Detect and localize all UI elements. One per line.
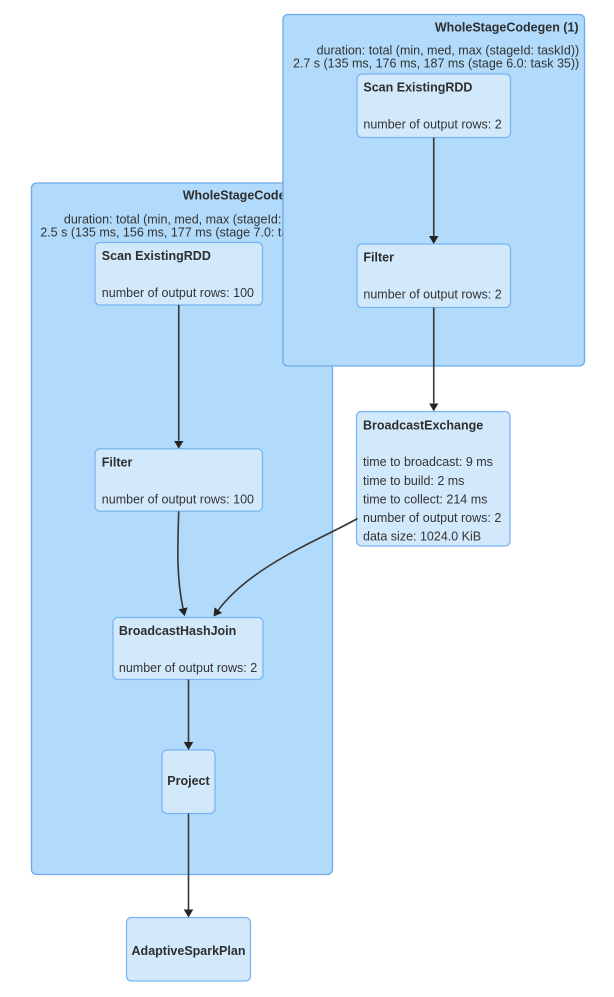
svg-text:Project: Project (167, 774, 210, 788)
svg-text:AdaptiveSparkPlan: AdaptiveSparkPlan (132, 944, 246, 958)
svg-text:Filter: Filter (102, 455, 133, 469)
svg-text:BroadcastExchange: BroadcastExchange (363, 419, 483, 433)
svg-text:number of output rows: 100: number of output rows: 100 (102, 286, 254, 300)
svg-text:2.5 s (135 ms, 156 ms, 177 ms: 2.5 s (135 ms, 156 ms, 177 ms (stage 7.0… (40, 225, 326, 239)
svg-text:BroadcastHashJoin: BroadcastHashJoin (119, 624, 236, 638)
svg-text:number of output rows: 2: number of output rows: 2 (363, 288, 501, 302)
svg-text:number of output rows: 2: number of output rows: 2 (119, 661, 257, 675)
svg-text:WholeStageCodegen (1): WholeStageCodegen (1) (435, 20, 579, 34)
svg-text:time to build: 2 ms: time to build: 2 ms (363, 474, 464, 488)
svg-text:data size: 1024.0 KiB: data size: 1024.0 KiB (363, 530, 481, 544)
svg-text:number of output rows: 2: number of output rows: 2 (363, 511, 501, 525)
svg-text:time to broadcast: 9 ms: time to broadcast: 9 ms (363, 455, 493, 469)
svg-text:number of output rows: 2: number of output rows: 2 (363, 118, 501, 132)
svg-text:time to collect: 214 ms: time to collect: 214 ms (363, 492, 487, 506)
svg-text:Filter: Filter (363, 251, 394, 265)
svg-text:2.7 s (135 ms, 176 ms, 187 ms: 2.7 s (135 ms, 176 ms, 187 ms (stage 6.0… (293, 57, 579, 71)
svg-text:number of output rows: 100: number of output rows: 100 (102, 492, 254, 506)
svg-text:Scan ExistingRDD: Scan ExistingRDD (102, 249, 211, 263)
svg-text:duration: total (min, med, max: duration: total (min, med, max (stageId:… (317, 44, 580, 58)
svg-text:Scan ExistingRDD: Scan ExistingRDD (363, 81, 472, 95)
svg-text:duration: total (min, med, max: duration: total (min, med, max (stageId:… (64, 212, 327, 226)
